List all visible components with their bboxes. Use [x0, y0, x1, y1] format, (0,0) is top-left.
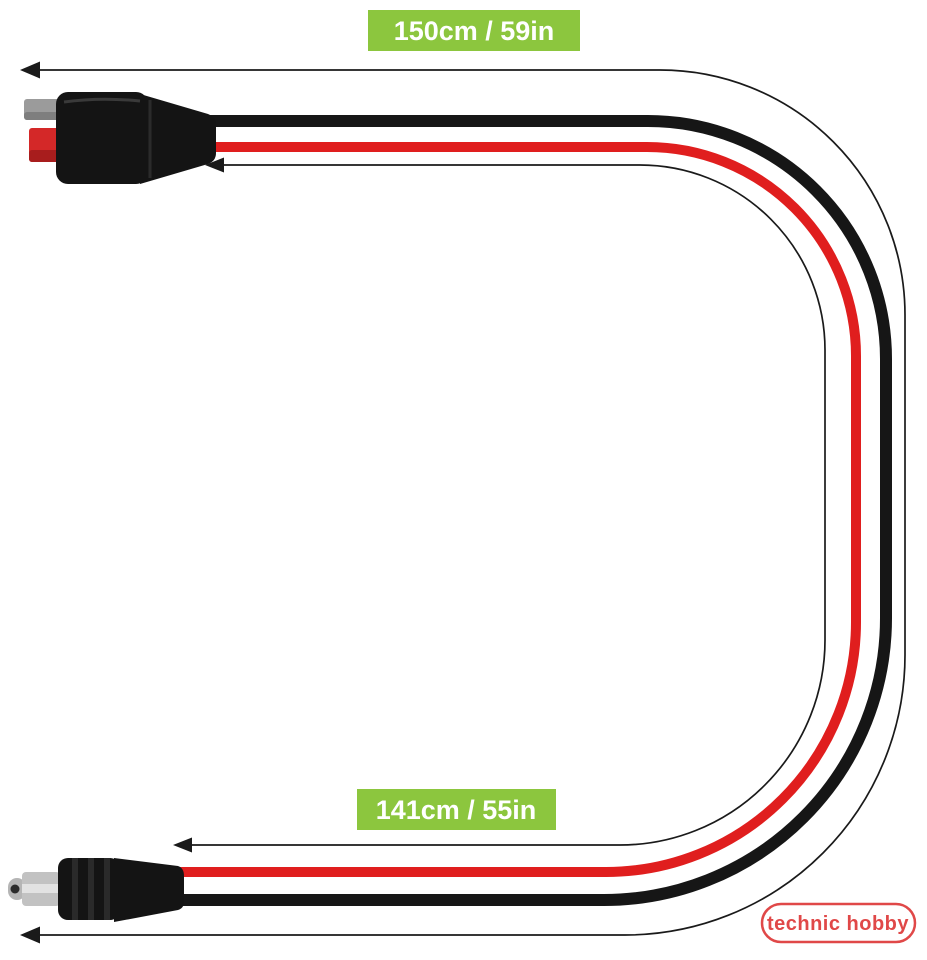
plug-strain-relief [114, 858, 184, 922]
watermark-badge: technic hobby [760, 902, 917, 944]
length-label-top: 150cm / 59in [368, 10, 580, 51]
watermark-text: technic hobby [767, 913, 909, 935]
dimension-outer-line [38, 69, 906, 936]
red-wire [168, 142, 861, 877]
plug-body-rib [72, 858, 78, 920]
dimension-arrow-top-left-icon [20, 61, 40, 79]
dimension-arrow-inner-top-icon [205, 157, 224, 173]
cable [168, 115, 892, 906]
length-label-bottom-bg [357, 789, 556, 830]
dimension-outer-150cm [20, 61, 906, 944]
connector-housing [56, 92, 148, 184]
length-label-top-text: 150cm / 59in [394, 16, 555, 46]
plug-body-rib [88, 858, 94, 920]
connector-highlight [63, 97, 141, 104]
dimension-arrow-bottom-left-icon [20, 926, 40, 944]
dimension-inner-line [190, 164, 826, 846]
watermark-outline [760, 902, 917, 944]
length-label-top-bg [368, 10, 580, 51]
dc-barrel-plug [8, 858, 184, 922]
plug-tip-hole [10, 884, 20, 894]
dimension-inner-141cm [173, 157, 826, 853]
plug-body-rib [104, 858, 110, 920]
length-label-bottom-text: 141cm / 55in [376, 795, 537, 825]
black-wire [168, 115, 892, 906]
plug-shaft-highlight [22, 884, 60, 893]
anderson-connector [24, 92, 216, 184]
connector-nozzle [140, 94, 216, 184]
length-label-bottom: 141cm / 55in [357, 789, 556, 830]
dimension-arrow-inner-bottom-icon [173, 837, 192, 853]
